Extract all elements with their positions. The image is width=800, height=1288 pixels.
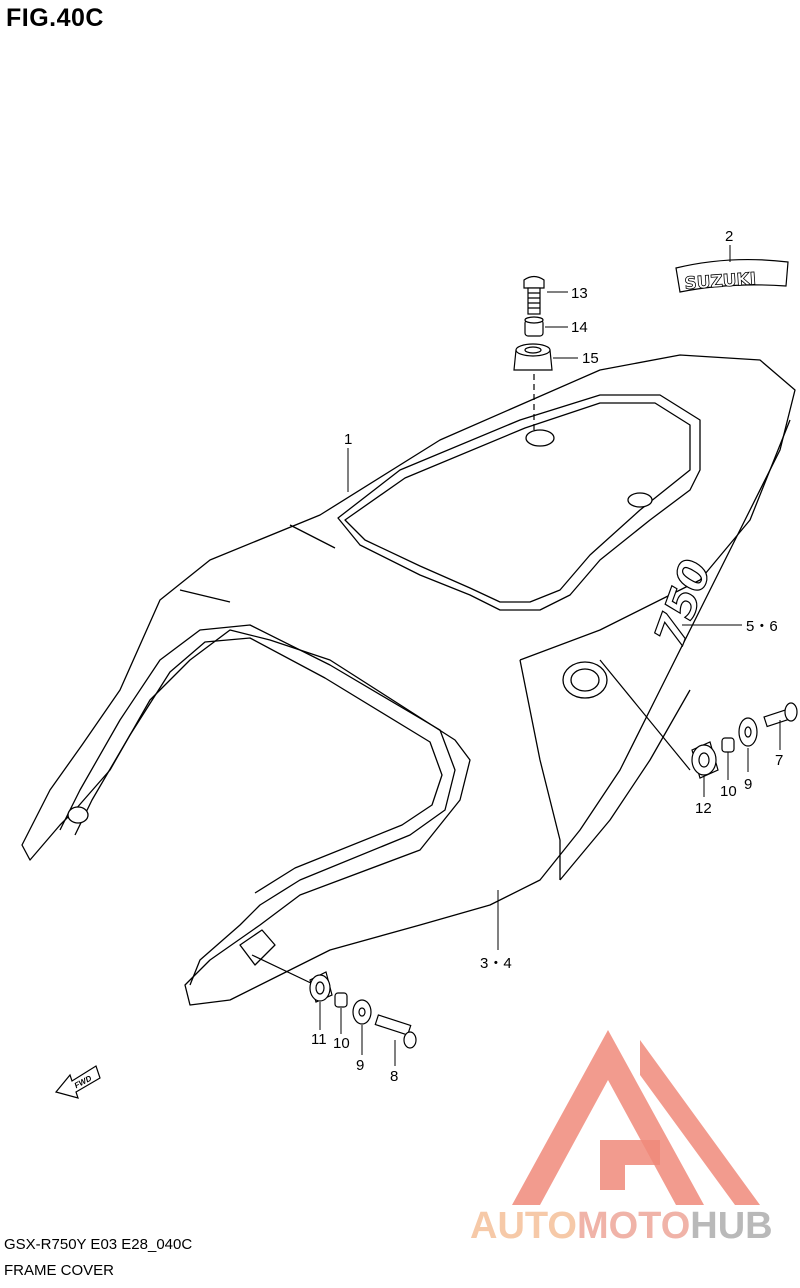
watermark-moto: MOTO (577, 1205, 690, 1247)
callout-15: 15 (582, 350, 599, 367)
collar-icon-14 (524, 316, 544, 337)
collar-icon-10-right (721, 737, 735, 753)
callout-9-bottom: 9 (356, 1057, 364, 1074)
svg-text:AUTOMOTOHUB: AUTOMOTOHUB (470, 1205, 773, 1247)
watermark-logo: AUTOMOTOHUB (470, 1030, 773, 1247)
collar-icon-10-bottom (334, 992, 348, 1008)
figure-title: FIG.40C (6, 4, 104, 32)
callout-7: 7 (775, 752, 783, 769)
frame-cover-part-1 (21, 354, 796, 1006)
callout-5-6: 5・6 (746, 618, 778, 635)
screw-icon-7 (763, 702, 798, 728)
callout-labels: 1 2 13 14 15 5・6 7 9 10 12 3・4 11 10 9 8 (311, 228, 783, 1085)
watermark-auto: AUTO (470, 1205, 577, 1247)
screw-icon-8 (374, 1014, 417, 1049)
callout-1: 1 (344, 431, 352, 448)
fasteners-right (599, 659, 798, 779)
callout-14: 14 (571, 319, 588, 336)
callout-9-right: 9 (744, 776, 752, 793)
fwd-arrow-icon: FWD (54, 1065, 101, 1099)
watermark-triangle-icon (512, 1030, 760, 1205)
callout-10-bottom: 10 (333, 1035, 350, 1052)
section-name-caption: FRAME COVER (4, 1262, 115, 1279)
watermark-hub: HUB (690, 1205, 772, 1247)
callout-8: 8 (390, 1068, 398, 1085)
fasteners-top (513, 275, 553, 430)
callout-3-4: 3・4 (480, 955, 512, 972)
emblem-suzuki-text: SUZUKI (684, 269, 757, 294)
callout-10-right: 10 (720, 783, 737, 800)
callout-12: 12 (695, 800, 712, 817)
leader-lines (319, 245, 781, 1066)
callout-13: 13 (571, 285, 588, 302)
cushion-icon-15 (513, 343, 553, 371)
fasteners-bottom (251, 954, 417, 1049)
callout-11: 11 (311, 1031, 327, 1048)
suzuki-emblem-part-2: SUZUKI (675, 258, 789, 295)
screw-icon-13 (523, 275, 545, 315)
model-code-caption: GSX-R750Y E03 E28_040C (4, 1236, 193, 1253)
callout-2: 2 (725, 228, 733, 245)
